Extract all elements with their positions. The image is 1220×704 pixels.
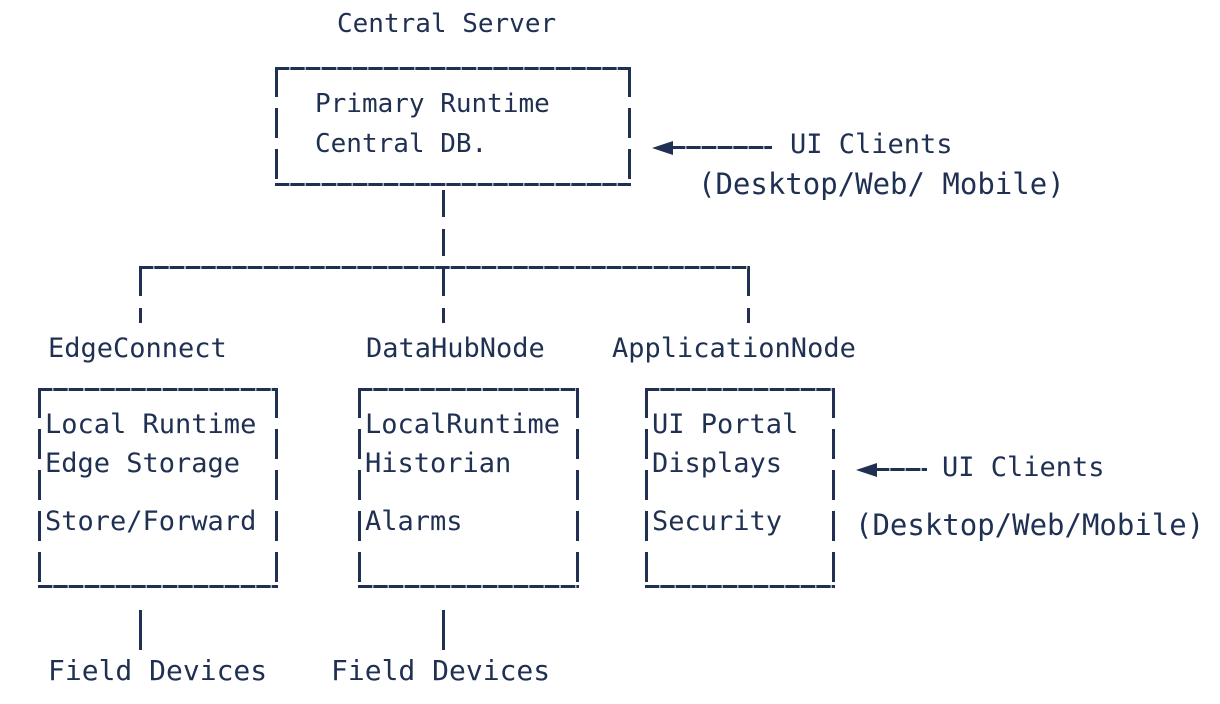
service-label-alarms: Alarms (365, 506, 463, 537)
service-label-historian: Historian (365, 448, 512, 479)
central-server-line-primary-runtime: Primary Runtime (315, 89, 550, 119)
connector-stem (442, 190, 445, 267)
service-label-local-runtime: Local Runtime (45, 409, 257, 440)
arrow-left-icon (856, 463, 877, 477)
service-label-ui-portal: UI Portal (652, 409, 799, 440)
central-server-title: Central Server (337, 9, 557, 39)
ui-clients-bottom-sub: (Desktop/Web/Mobile) (855, 508, 1205, 542)
connector-drop-right (747, 269, 750, 323)
field-devices-stub-left (139, 610, 142, 650)
connector-drop-middle (442, 269, 445, 323)
field-devices-stub-middle (442, 610, 445, 650)
node-box-datahubnode: LocalRuntime Historian Alarms (358, 388, 579, 588)
central-server-line-central-db: Central DB. (315, 129, 488, 159)
central-server-box: Primary Runtime Central DB. (275, 67, 631, 186)
node-title-datahubnode: DataHubNode (366, 333, 545, 364)
ui-clients-top-label: UI Clients (790, 129, 953, 160)
arrow-left-icon (652, 141, 673, 155)
node-title-applicationnode: ApplicationNode (612, 333, 856, 364)
connector-drop-left (139, 269, 142, 323)
node-box-edgeconnect: Local Runtime Edge Storage Store/Forward (38, 388, 278, 588)
service-label-store-forward: Store/Forward (45, 506, 257, 537)
field-devices-label-left: Field Devices (48, 654, 268, 687)
ui-clients-bottom-arrow-line (875, 468, 927, 471)
service-label-displays: Displays (652, 448, 783, 479)
service-label-security: Security (652, 506, 783, 537)
ui-clients-top-arrow-line (671, 146, 772, 149)
field-devices-label-middle: Field Devices (331, 654, 551, 687)
service-label-localruntime: LocalRuntime (365, 409, 561, 440)
node-title-edgeconnect: EdgeConnect (48, 333, 227, 364)
node-box-applicationnode: UI Portal Displays Security (645, 388, 835, 588)
service-label-edge-storage: Edge Storage (45, 448, 241, 479)
connector-branch (139, 266, 750, 269)
ui-clients-top-sub: (Desktop/Web/ Mobile) (698, 167, 1065, 201)
ui-clients-bottom-label: UI Clients (942, 452, 1105, 483)
